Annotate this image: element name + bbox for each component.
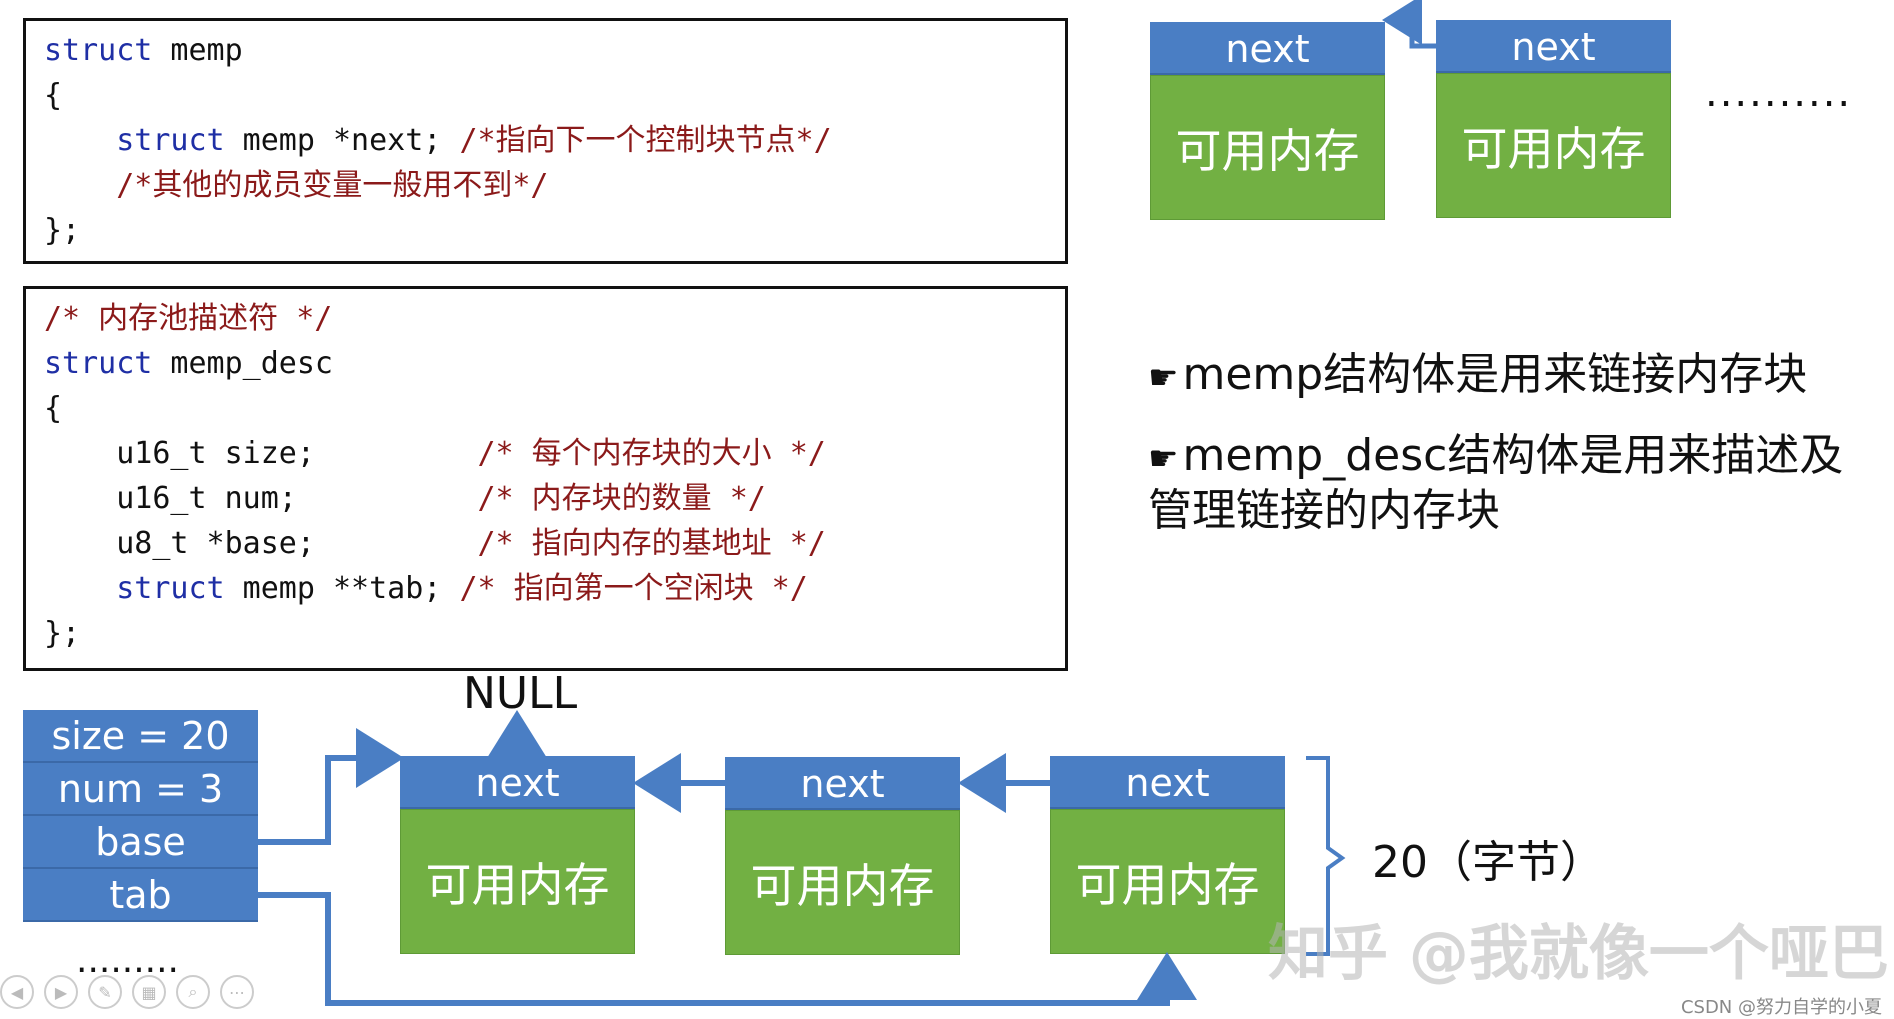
comment: /* 指向第一个空闲块 */	[459, 571, 808, 606]
comment: /* 每个内存块的大小 */	[477, 436, 826, 471]
bullet-memp: ☛memp结构体是用来链接内存块	[1148, 338, 1807, 402]
block-bottom2-next: next	[725, 757, 960, 810]
block-bottom2-memory: 可用内存	[725, 810, 960, 955]
code-text: memp **tab;	[224, 571, 460, 606]
bullet-text: memp_desc结构体是用来描述及管理链接的内存块	[1148, 430, 1844, 536]
kw: struct	[44, 33, 153, 68]
bullet-memp-desc: ☛memp_desc结构体是用来描述及管理链接的内存块	[1148, 430, 1868, 537]
desc-num: num = 3	[23, 763, 258, 816]
block-bottom3-memory: 可用内存	[1050, 809, 1285, 954]
comment: /* 指向内存的基地址 */	[477, 526, 826, 561]
code-text: {	[44, 391, 63, 426]
code-box-memp-desc	[23, 286, 1068, 671]
block-top2-memory: 可用内存	[1436, 73, 1671, 218]
desc-base: base	[23, 816, 258, 869]
pointing-hand-icon: ☛	[1148, 358, 1179, 398]
bullet-text: memp结构体是用来链接内存块	[1182, 349, 1808, 400]
comment: /* 内存块的数量 */	[477, 481, 766, 516]
slide-toolbar: ◀ ▶ ✎ ▦ ⌕ ⋯	[0, 975, 254, 1009]
bytes-label: 20（字节）	[1372, 837, 1604, 888]
code-text: u16_t num;	[116, 481, 297, 516]
comment: /*指向下一个控制块节点*/	[459, 123, 832, 158]
block-top2-next: next	[1436, 20, 1671, 73]
slides-icon[interactable]: ▦	[132, 975, 166, 1009]
code-text: memp_desc	[152, 346, 333, 381]
kw: struct	[116, 123, 225, 158]
watermark: 知乎 @我就像一个哑巴	[1268, 919, 1889, 989]
comment: /* 内存池描述符 */	[44, 301, 333, 336]
arrow-top-link	[1382, 0, 1436, 49]
pointing-hand-icon: ☛	[1148, 439, 1179, 479]
size-brace	[1306, 756, 1346, 956]
kw: struct	[44, 346, 153, 381]
more-icon[interactable]: ⋯	[220, 975, 254, 1009]
block-top1-next: next	[1150, 22, 1385, 75]
code-text: };	[44, 616, 81, 651]
comment: /*其他的成员变量一般用不到*/	[116, 168, 549, 203]
code-memp: struct memp { struct memp *next; /*指向下一个…	[44, 28, 832, 253]
block-bottom3-next: next	[1050, 756, 1285, 809]
code-text: {	[44, 78, 63, 113]
code-text: memp *next;	[224, 123, 460, 158]
block-bottom1-memory: 可用内存	[400, 809, 635, 954]
block-top1-memory: 可用内存	[1150, 75, 1385, 220]
prev-icon[interactable]: ◀	[0, 975, 34, 1009]
arrow-base	[258, 728, 404, 845]
code-text: u16_t size;	[116, 436, 315, 471]
code-box-memp	[23, 18, 1068, 264]
code-text: };	[44, 213, 81, 248]
code-text: memp	[152, 33, 243, 68]
bottom-dots: .........	[76, 940, 179, 981]
pen-icon[interactable]: ✎	[88, 975, 122, 1009]
arrow-tab	[258, 892, 1197, 1006]
desc-size: size = 20	[23, 710, 258, 763]
block-bottom1-next: next	[400, 756, 635, 809]
kw: struct	[116, 571, 225, 606]
desc-tab: tab	[23, 869, 258, 922]
top-dots: ..........	[1705, 70, 1853, 116]
zoom-icon[interactable]: ⌕	[176, 975, 210, 1009]
code-memp-desc: /* 内存池描述符 */ struct memp_desc { u16_t si…	[44, 296, 826, 656]
code-text: u8_t *base;	[116, 526, 315, 561]
csdn-watermark: CSDN @努力自学的小夏	[1680, 997, 1882, 1018]
next-icon[interactable]: ▶	[44, 975, 78, 1009]
